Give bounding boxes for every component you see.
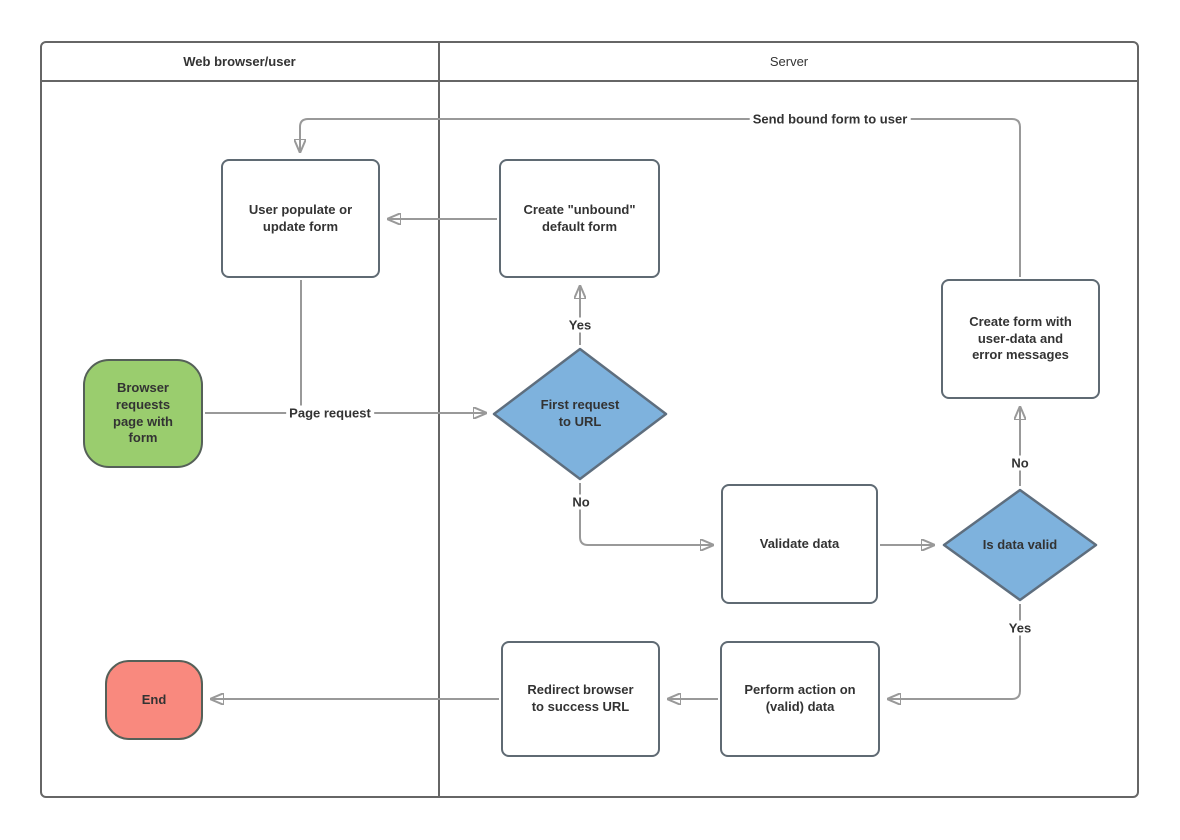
diamond-shape — [942, 488, 1098, 602]
edge-label-page-request: Page request — [286, 405, 374, 421]
edge-label-yes-first-request: Yes — [565, 317, 595, 333]
node-create-form-errors: Create form with user-data and error mes… — [941, 279, 1100, 399]
node-label: Create form with user-data and error mes… — [969, 313, 1072, 363]
node-label: Validate data — [759, 535, 840, 551]
node-label: Create "unbound" default form — [523, 201, 636, 234]
node-browser-requests-page: Browser requests page with form — [83, 359, 203, 468]
swimlane-frame — [40, 41, 1139, 798]
swimlane-header-separator — [40, 80, 1139, 82]
edge-label-no-first-request: No — [569, 494, 593, 510]
node-label: Perform action on (valid) data — [744, 682, 856, 714]
node-label: First request to URL — [540, 397, 620, 429]
node-first-request-decision: First request to URL — [492, 347, 668, 481]
node-label: End — [141, 691, 167, 707]
node-is-data-valid-decision: Is data valid — [942, 488, 1098, 602]
lane-label: Server — [769, 53, 809, 69]
node-label: Browser requests page with form — [113, 379, 173, 446]
diamond-shape — [492, 347, 668, 481]
node-label: User populate or update form — [248, 201, 353, 234]
lane-divider — [438, 41, 440, 798]
lane-header-web-browser-user: Web browser/user — [40, 41, 439, 81]
edge-label-no-data-valid: No — [1008, 455, 1032, 471]
node-perform-action: Perform action on (valid) data — [720, 641, 880, 757]
node-label: Is data valid — [982, 536, 1058, 552]
node-label: Redirect browser to success URL — [527, 682, 634, 714]
node-create-unbound-form: Create "unbound" default form — [499, 159, 660, 278]
edge-label-send-bound-form: Send bound form to user — [749, 111, 911, 127]
node-validate-data: Validate data — [721, 484, 878, 604]
node-end: End — [105, 660, 203, 740]
node-user-populate-form: User populate or update form — [221, 159, 380, 278]
lane-label: Web browser/user — [183, 53, 296, 69]
lane-header-server: Server — [439, 41, 1139, 81]
node-redirect-browser: Redirect browser to success URL — [501, 641, 660, 757]
edge-label-yes-data-valid: Yes — [1005, 620, 1035, 636]
